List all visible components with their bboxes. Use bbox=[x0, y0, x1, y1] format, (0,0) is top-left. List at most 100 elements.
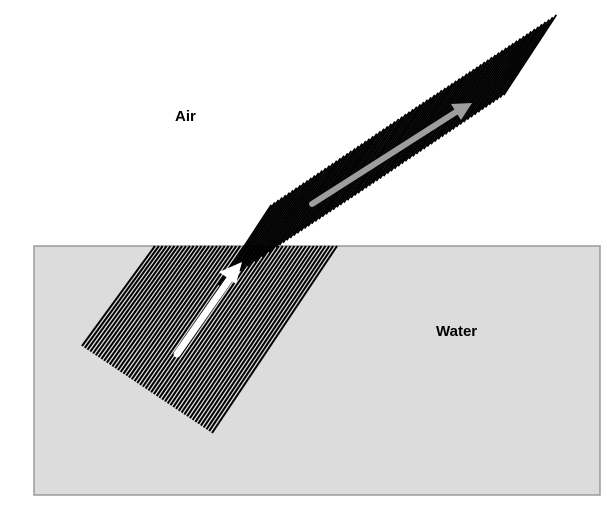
wavefront-line bbox=[382, 92, 439, 177]
wavefront-line bbox=[136, 245, 234, 384]
wavefront-line bbox=[300, 148, 356, 232]
wavefront-line bbox=[353, 111, 411, 196]
wavefront-line bbox=[208, 245, 334, 432]
arrow-in-water-head bbox=[219, 262, 242, 284]
wavefronts-in-air bbox=[217, 14, 558, 286]
air-label: Air bbox=[175, 108, 196, 125]
wavefront-line bbox=[357, 108, 414, 194]
wavefront-line bbox=[325, 130, 382, 215]
wavefront-line bbox=[86, 245, 164, 351]
wavefront-line bbox=[412, 73, 468, 157]
wavefront-line bbox=[119, 245, 211, 373]
wavefront-line bbox=[172, 245, 284, 408]
wavefront-line bbox=[408, 75, 465, 160]
wavefront-line bbox=[186, 245, 303, 417]
wavefront-line bbox=[155, 245, 261, 397]
wavefront-line bbox=[211, 245, 338, 434]
wavefront-line bbox=[484, 26, 540, 108]
wavefront-line bbox=[108, 245, 195, 366]
wavefront-line bbox=[332, 125, 389, 211]
wavefront-line bbox=[158, 245, 265, 399]
wavefront-line bbox=[307, 143, 363, 227]
wavefront-line bbox=[477, 30, 532, 113]
wavefront-line bbox=[318, 135, 374, 220]
water-label: Water bbox=[436, 323, 477, 340]
wavefront-line bbox=[455, 45, 511, 128]
wavefront-line bbox=[441, 54, 497, 138]
wavefront-line bbox=[161, 245, 269, 401]
wavefront-line bbox=[430, 61, 486, 145]
wavefront-line bbox=[364, 104, 422, 189]
wavefront-line bbox=[371, 99, 429, 184]
wavefront-line bbox=[321, 133, 378, 218]
wavefront-line bbox=[328, 128, 385, 213]
wavefront-line bbox=[114, 245, 203, 369]
wavefront-line bbox=[275, 165, 331, 248]
wavefront-line bbox=[268, 170, 323, 253]
wavefront-line bbox=[303, 145, 360, 229]
wavefront-line bbox=[235, 192, 291, 274]
wavefront-line bbox=[289, 155, 345, 239]
wavefront-line bbox=[169, 245, 280, 406]
wavefront-line bbox=[189, 245, 307, 419]
wavefront-line bbox=[106, 245, 191, 364]
wavefront-line bbox=[422, 66, 479, 150]
wavefront-line bbox=[379, 94, 436, 179]
wavefront-line bbox=[282, 160, 338, 244]
wavefront-line bbox=[205, 245, 331, 430]
wavefront-line bbox=[142, 245, 242, 388]
wavefront-line bbox=[264, 172, 320, 255]
wavefront-line bbox=[194, 245, 315, 423]
wavefront-line bbox=[202, 245, 327, 428]
wavefront-line bbox=[180, 245, 296, 414]
wavefront-line bbox=[246, 184, 302, 267]
wavefront-line bbox=[404, 78, 461, 162]
arrow-in-air-head bbox=[451, 103, 472, 120]
wavefront-line bbox=[253, 179, 309, 262]
wavefront-line bbox=[239, 189, 294, 272]
wavefront-line bbox=[502, 14, 558, 96]
wavefront-line bbox=[310, 140, 367, 225]
wavefront-line bbox=[444, 52, 500, 135]
wavefront-line bbox=[200, 245, 323, 427]
wavefront-line bbox=[466, 38, 522, 121]
wavefront-line bbox=[285, 157, 342, 241]
wavefront-line bbox=[343, 118, 400, 204]
arrow-in-water-shaft bbox=[173, 273, 235, 358]
wavefront-line bbox=[375, 96, 432, 182]
wavefront-line bbox=[128, 245, 222, 379]
wavefront-line bbox=[133, 245, 230, 382]
arrow-in-water bbox=[173, 262, 242, 358]
wavefront-line bbox=[191, 245, 311, 421]
wavefront-line bbox=[415, 71, 472, 155]
wavefront-line bbox=[278, 162, 334, 246]
wavefront-line bbox=[130, 245, 226, 380]
wavefront-line bbox=[481, 28, 536, 111]
wavefront-line bbox=[350, 113, 407, 199]
wavefront-line bbox=[117, 245, 207, 371]
wavefront-line bbox=[488, 23, 543, 106]
wavefront-line bbox=[470, 35, 525, 118]
wavefront-line bbox=[368, 101, 425, 187]
wavefront-line bbox=[361, 106, 418, 192]
wavefront-line bbox=[393, 85, 450, 170]
wavefronts-in-water bbox=[81, 245, 338, 434]
wavefront-line bbox=[257, 177, 313, 260]
wavefront-line bbox=[419, 68, 475, 152]
wavefront-line bbox=[437, 56, 493, 140]
wavefront-line bbox=[386, 89, 443, 175]
wavefront-line bbox=[401, 80, 457, 165]
wavefront-line bbox=[397, 82, 454, 167]
wavefront-line bbox=[97, 245, 180, 358]
wavefront-line bbox=[175, 245, 288, 410]
wavefront-line bbox=[473, 33, 529, 116]
wavefront-line bbox=[271, 167, 327, 251]
wavefront-line bbox=[139, 245, 238, 386]
wavefront-line bbox=[462, 40, 518, 123]
wavefront-line bbox=[459, 42, 515, 125]
arrow-in-air-shaft bbox=[309, 109, 459, 207]
wavefront-line bbox=[433, 59, 490, 143]
wavefront-line bbox=[339, 121, 396, 206]
wavefront-line bbox=[495, 19, 550, 101]
